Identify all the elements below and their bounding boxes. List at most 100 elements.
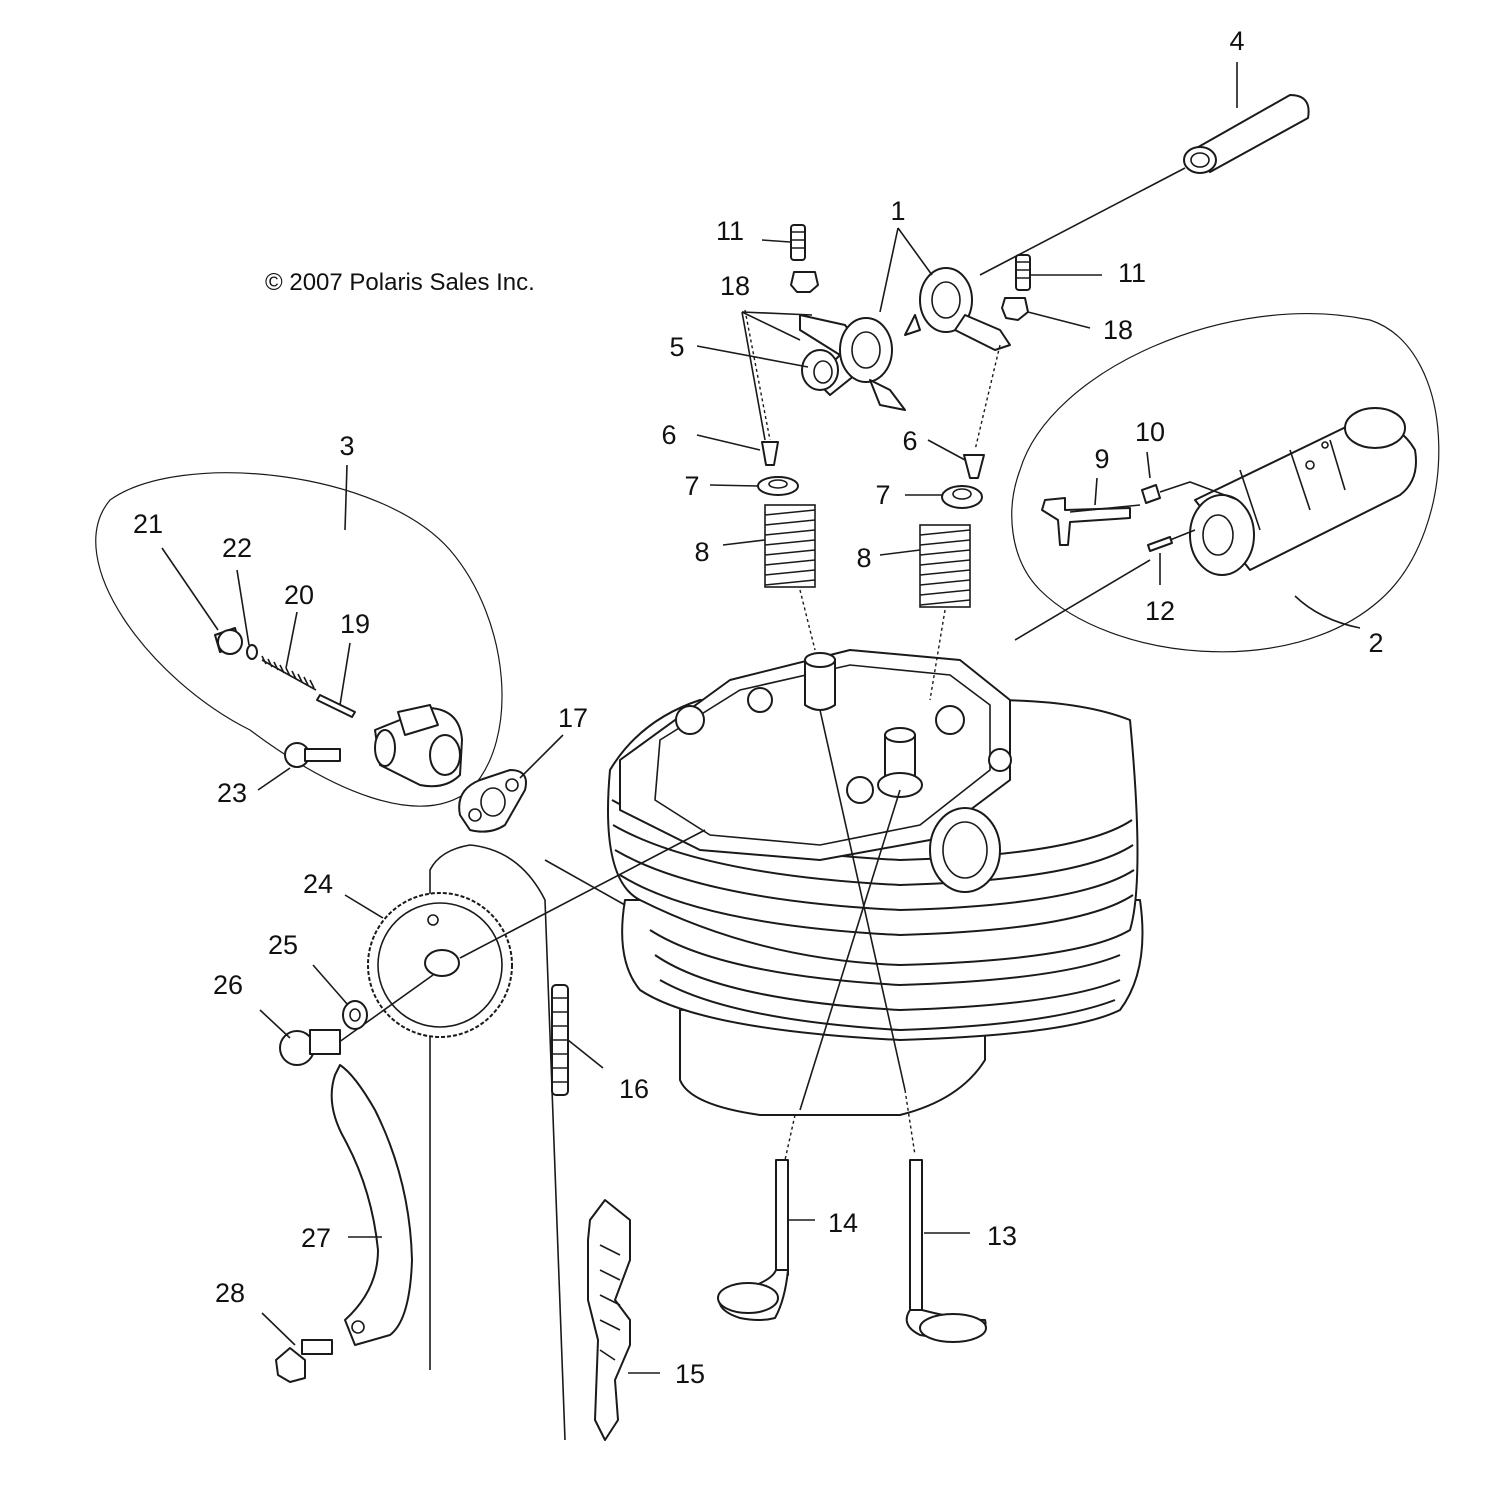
callout-4: 4 [1229,26,1244,56]
callout-25: 25 [268,930,298,960]
callout-27: 27 [301,1223,331,1253]
leader-3 [344,464,348,531]
callout-18-left: 18 [720,271,750,301]
leader-18b [1027,311,1091,329]
callout-16: 16 [619,1074,649,1104]
leader-9 [1094,477,1098,506]
callout-19: 19 [340,609,370,639]
copyright-notice: © 2007 Polaris Sales Inc. [265,269,535,296]
callout-10: 10 [1135,417,1165,447]
tensioner-o-ring [246,644,258,660]
callout-7-right: 7 [875,480,890,510]
adjuster-nut-right [1001,297,1029,321]
tensioner-cap-bolt [214,627,243,655]
callout-2: 2 [1368,628,1383,658]
callout-22: 22 [222,533,252,563]
valve-retainer-left [757,476,799,496]
decomp-spring [1141,484,1161,504]
callout-20: 20 [284,580,314,610]
sprocket-bolt [279,1029,341,1066]
callout-14: 14 [828,1208,858,1238]
cylinder-head [607,649,1144,1116]
chain-guide [330,1064,413,1346]
cam-chain-path [429,844,566,1441]
leader-22 [236,569,250,646]
tensioner-body [374,704,463,788]
callout-15: 15 [675,1359,705,1389]
leader-10 [1146,451,1151,479]
group-outline-camshaft [1011,313,1440,653]
intake-valve [905,1159,987,1343]
leader-2 [1294,595,1361,629]
decomp-pin-line [1169,529,1196,541]
leader-20 [285,611,298,669]
leader-8b [879,549,921,556]
callout-23: 23 [217,778,247,808]
leader-19 [339,642,351,706]
valve-retainer-right [941,485,983,509]
decomp-spring-line [1159,481,1239,501]
adjuster-screw-right [1015,254,1031,291]
leader-1 [879,227,933,313]
tensioner-pushrod [316,694,356,718]
leader-23 [257,767,291,791]
callout-24: 24 [303,869,333,899]
callout-7-left: 7 [684,471,699,501]
leader-28 [261,1312,296,1346]
exhaust-valve [717,1159,789,1321]
shaft-axis-line [979,167,1186,276]
leader-21 [161,547,219,631]
intake-valve-axis [904,1089,916,1156]
callout-6-left: 6 [661,420,676,450]
chain-tensioner-blade [587,1199,631,1441]
chain-guide-bolt [275,1339,333,1383]
callout-1: 1 [890,196,905,226]
leader-25 [312,964,349,1006]
callout-18-right: 18 [1103,315,1133,345]
cam-sprocket [367,892,513,1038]
valve-spring-left [764,504,816,588]
leader-6b [927,439,966,461]
rocker-shaft [1183,94,1310,174]
tensioner-spring [261,655,317,691]
adjuster-screw-left [790,224,806,261]
valve-axis-right [974,344,1001,451]
valve-axis-left [744,309,771,441]
rocker-arm-right [904,267,1011,351]
callout-8-right: 8 [856,543,871,573]
lever-shaft-line [1069,504,1141,513]
leader-7a [709,484,759,487]
leader-16 [567,1039,604,1069]
intake-valve-axis-line [819,709,906,1091]
callout-11-right: 11 [1118,258,1146,288]
valve-axis-left-lower [799,589,816,651]
callout-17: 17 [558,703,588,733]
callout-8-left: 8 [694,537,709,567]
camshaft-axis-line [1014,559,1151,641]
tensioner-gasket [458,769,527,833]
sprocket-axis-line [459,829,706,959]
callout-11-left: 11 [716,216,744,246]
callout-12: 12 [1145,596,1175,626]
leader-24 [344,894,384,919]
sprocket-washer [342,1000,368,1030]
valve-spring-right [919,524,971,608]
sprocket-bolt-axis-line [334,974,434,1046]
leader-8a [722,539,766,546]
rocker-arm-left [799,314,906,411]
exhaust-valve-axis [784,1114,796,1161]
exhaust-valve-axis-line [799,789,901,1111]
leader-6a [696,434,761,451]
leader-17 [519,734,564,779]
callout-9: 9 [1094,444,1109,474]
valve-keeper-right [963,454,985,479]
leader-26 [259,1009,291,1039]
tensioner-bolt [284,742,341,768]
leader-11a [761,239,791,243]
thrust-washer [801,349,839,391]
camshaft [1189,407,1417,576]
callout-28: 28 [215,1278,245,1308]
leader-5 [696,345,809,368]
callout-5: 5 [669,332,684,362]
